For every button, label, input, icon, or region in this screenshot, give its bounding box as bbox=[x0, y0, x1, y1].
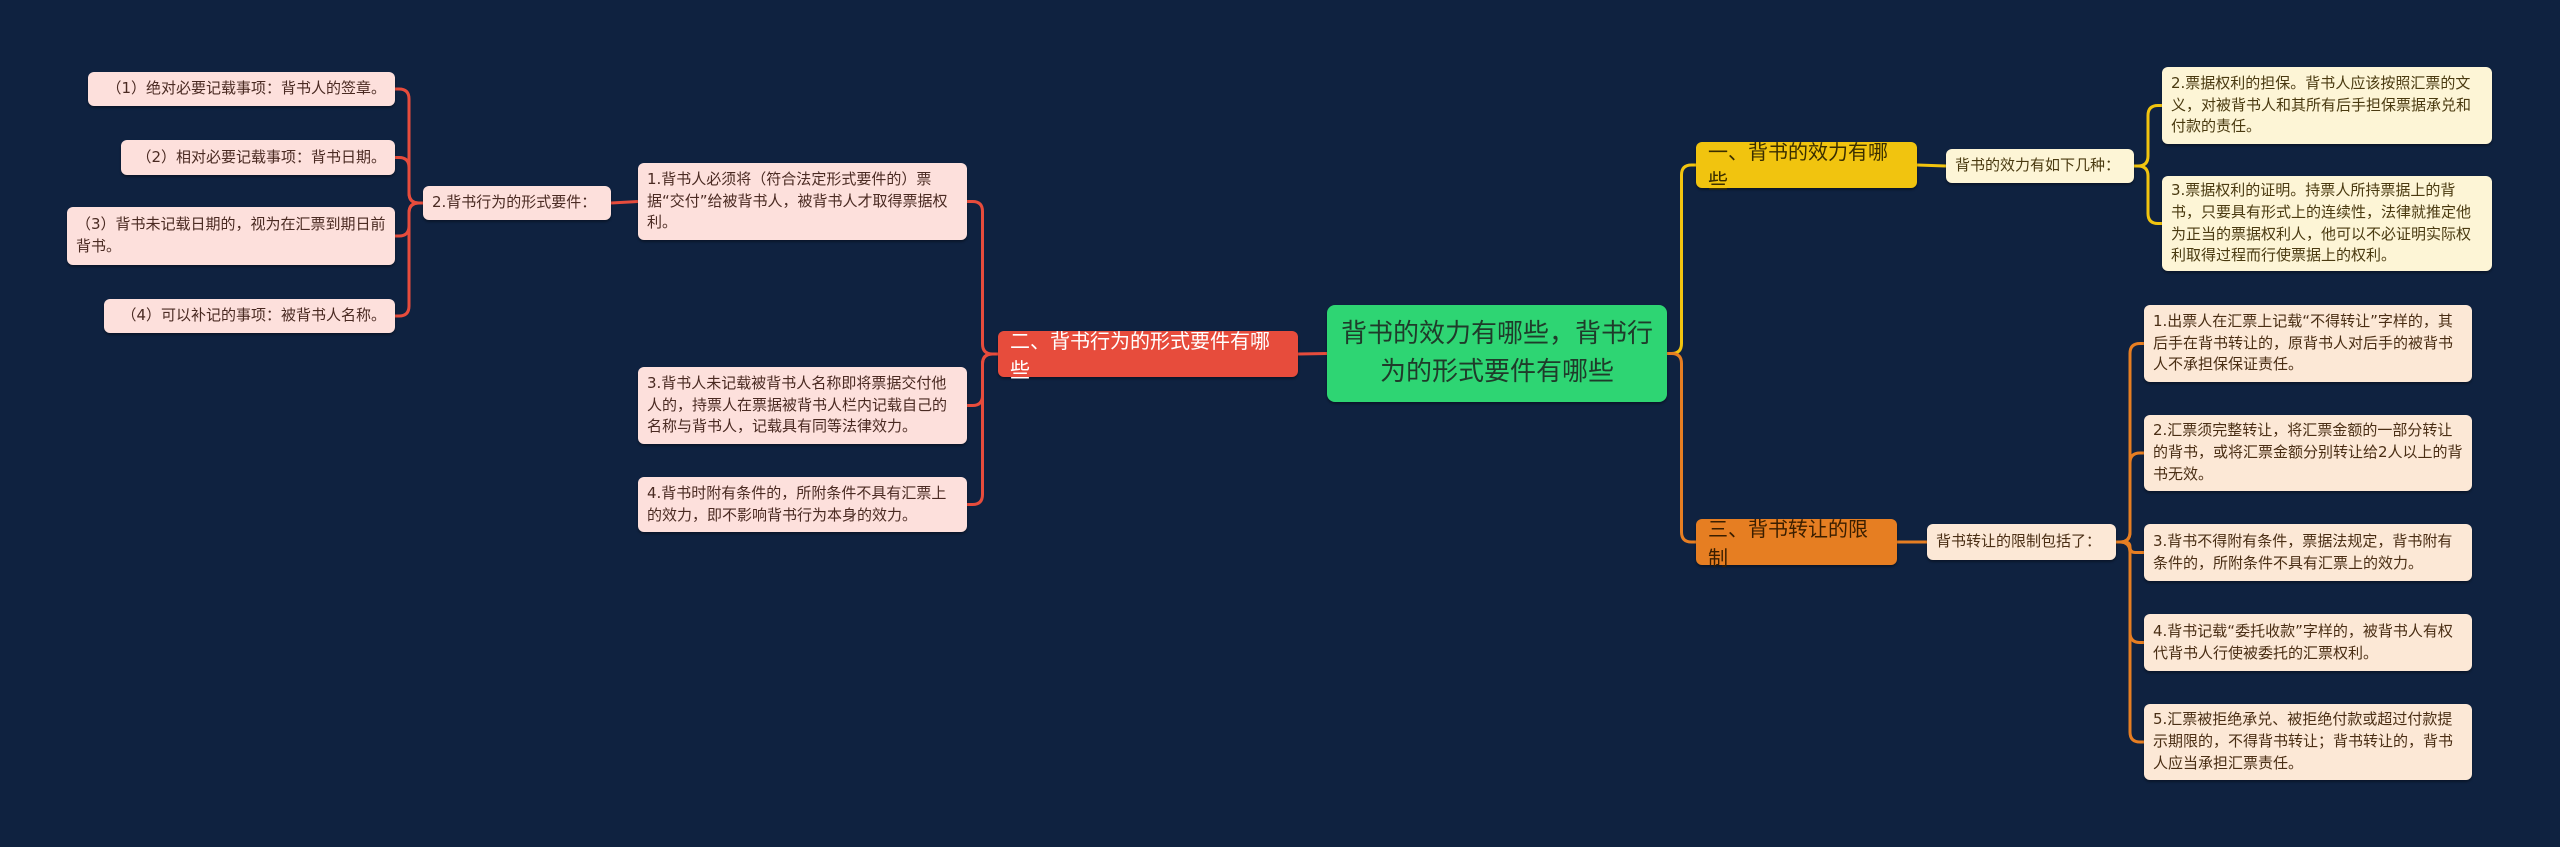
limits-item-1[interactable]: 1.出票人在汇票上记载“不得转让”字样的，其后手在背书转让的，原背书人对后手的被… bbox=[2144, 305, 2472, 382]
item-text: 背书转让的限制包括了： bbox=[1936, 532, 2102, 551]
branch-label: 一、背书的效力有哪些 bbox=[1708, 140, 1888, 193]
item-text: 3.背书不得附有条件，票据法规定，背书附有条件的，所附条件不具有汇票上的效力。 bbox=[2153, 531, 2453, 572]
form-item-3[interactable]: 3.背书人未记载被背书人名称即将票据交付他人的，持票人在票据被背书人栏内记载自己… bbox=[638, 367, 967, 444]
item-text: （4）可以补记的事项：被背书人名称。 bbox=[121, 306, 386, 325]
form-sub-item-2[interactable]: （2）相对必要记载事项：背书日期。 bbox=[121, 140, 395, 175]
item-text: （1）绝对必要记载事项：背书人的签章。 bbox=[106, 79, 386, 98]
item-text: 3.票据权利的证明。持票人所持票据上的背书，只要具有形式上的连续性，法律就推定他… bbox=[2171, 181, 2472, 265]
limits-item-5[interactable]: 5.汇票被拒绝承兑、被拒绝付款或超过付款提示期限的，不得背书转让；背书转让的，背… bbox=[2144, 704, 2472, 780]
item-text: （3）背书未记载日期的，视为在汇票到期日前背书。 bbox=[76, 215, 386, 255]
connector-line bbox=[967, 352, 998, 506]
effects-item-3[interactable]: 3.票据权利的证明。持票人所持票据上的背书，只要具有形式上的连续性，法律就推定他… bbox=[2162, 176, 2492, 271]
branch-endorsement-effects[interactable]: 一、背书的效力有哪些 bbox=[1696, 140, 1917, 193]
form-sub-item-4[interactable]: （4）可以补记的事项：被背书人名称。 bbox=[104, 299, 395, 333]
item-text: 3.背书人未记载被背书人名称即将票据交付他人的，持票人在票据被背书人栏内记载自己… bbox=[647, 373, 948, 436]
branch-form-requirements[interactable]: 二、背书行为的形式要件有哪些 bbox=[998, 329, 1298, 382]
limits-sub-topic[interactable]: 背书转让的限制包括了： bbox=[1927, 524, 2116, 560]
connector-line bbox=[610, 200, 639, 205]
connector-line bbox=[967, 200, 998, 356]
branch-label: 二、背书行为的形式要件有哪些 bbox=[1010, 329, 1270, 382]
connector-line bbox=[2134, 164, 2162, 225]
item-text: 5.汇票被拒绝承兑、被拒绝付款或超过付款提示期限的，不得背书转让；背书转让的，背… bbox=[2153, 710, 2454, 772]
connector-line bbox=[1667, 163, 1696, 355]
form-sub-item-3[interactable]: （3）背书未记载日期的，视为在汇票到期日前背书。 bbox=[67, 207, 395, 265]
item-text: 1.背书人必须将（符合法定形式要件的）票据“交付”给被背书人，被背书人才取得票据… bbox=[647, 169, 948, 232]
item-text: 2.背书行为的形式要件： bbox=[432, 193, 597, 212]
connector-line bbox=[1916, 163, 1947, 168]
item-text: 4.背书记载“委托收款”字样的，被背书人有权代背书人行使被委托的汇票权利。 bbox=[2153, 621, 2453, 662]
limits-item-2[interactable]: 2.汇票须完整转让，将汇票金额的一部分转让的背书，或将汇票金额分别转让给2人以上… bbox=[2144, 415, 2472, 491]
connector-line bbox=[2134, 104, 2162, 168]
item-text: 4.背书时附有条件的，所附条件不具有汇票上的效力，即不影响背书行为本身的效力。 bbox=[647, 483, 947, 524]
item-text: 背书的效力有如下几种： bbox=[1955, 156, 2121, 175]
form-item-4[interactable]: 4.背书时附有条件的，所附条件不具有汇票上的效力，即不影响背书行为本身的效力。 bbox=[638, 477, 967, 532]
item-text: 2.汇票须完整转让，将汇票金额的一部分转让的背书，或将汇票金额分别转让给2人以上… bbox=[2153, 421, 2463, 483]
connector-line bbox=[395, 201, 423, 318]
connector-line bbox=[395, 156, 423, 205]
root-topic-label: 背书的效力有哪些，背书行为的形式要件有哪些 bbox=[1341, 318, 1654, 387]
connector-line bbox=[1297, 352, 1328, 356]
limits-item-3[interactable]: 3.背书不得附有条件，票据法规定，背书附有条件的，所附条件不具有汇票上的效力。 bbox=[2144, 524, 2472, 581]
form-sub-topic[interactable]: 2.背书行为的形式要件： bbox=[423, 186, 611, 220]
item-text: 1.出票人在汇票上记载“不得转让”字样的，其后手在背书转让的，原背书人对后手的被… bbox=[2153, 311, 2454, 374]
limits-item-4[interactable]: 4.背书记载“委托收款”字样的，被背书人有权代背书人行使被委托的汇票权利。 bbox=[2144, 614, 2472, 671]
effects-sub-topic[interactable]: 背书的效力有如下几种： bbox=[1946, 149, 2134, 183]
branch-transfer-limits[interactable]: 三、背书转让的限制 bbox=[1696, 517, 1897, 570]
effects-item-2[interactable]: 2.票据权利的担保。背书人应该按照汇票的文义，对被背书人和其所有后手担保票据承兑… bbox=[2162, 67, 2492, 144]
connector-line bbox=[2116, 540, 2144, 744]
form-item-1[interactable]: 1.背书人必须将（符合法定形式要件的）票据“交付”给被背书人，被背书人才取得票据… bbox=[638, 163, 967, 240]
item-text: 2.票据权利的担保。背书人应该按照汇票的文义，对被背书人和其所有后手担保票据承兑… bbox=[2171, 73, 2472, 136]
root-topic[interactable]: 背书的效力有哪些，背书行为的形式要件有哪些 bbox=[1327, 305, 1667, 402]
branch-label: 三、背书转让的限制 bbox=[1708, 517, 1868, 570]
connector-line bbox=[1667, 352, 1696, 544]
item-text: （2）相对必要记载事项：背书日期。 bbox=[136, 147, 386, 166]
form-sub-item-1[interactable]: （1）绝对必要记载事项：背书人的签章。 bbox=[88, 72, 395, 106]
connector-line bbox=[2116, 451, 2144, 544]
